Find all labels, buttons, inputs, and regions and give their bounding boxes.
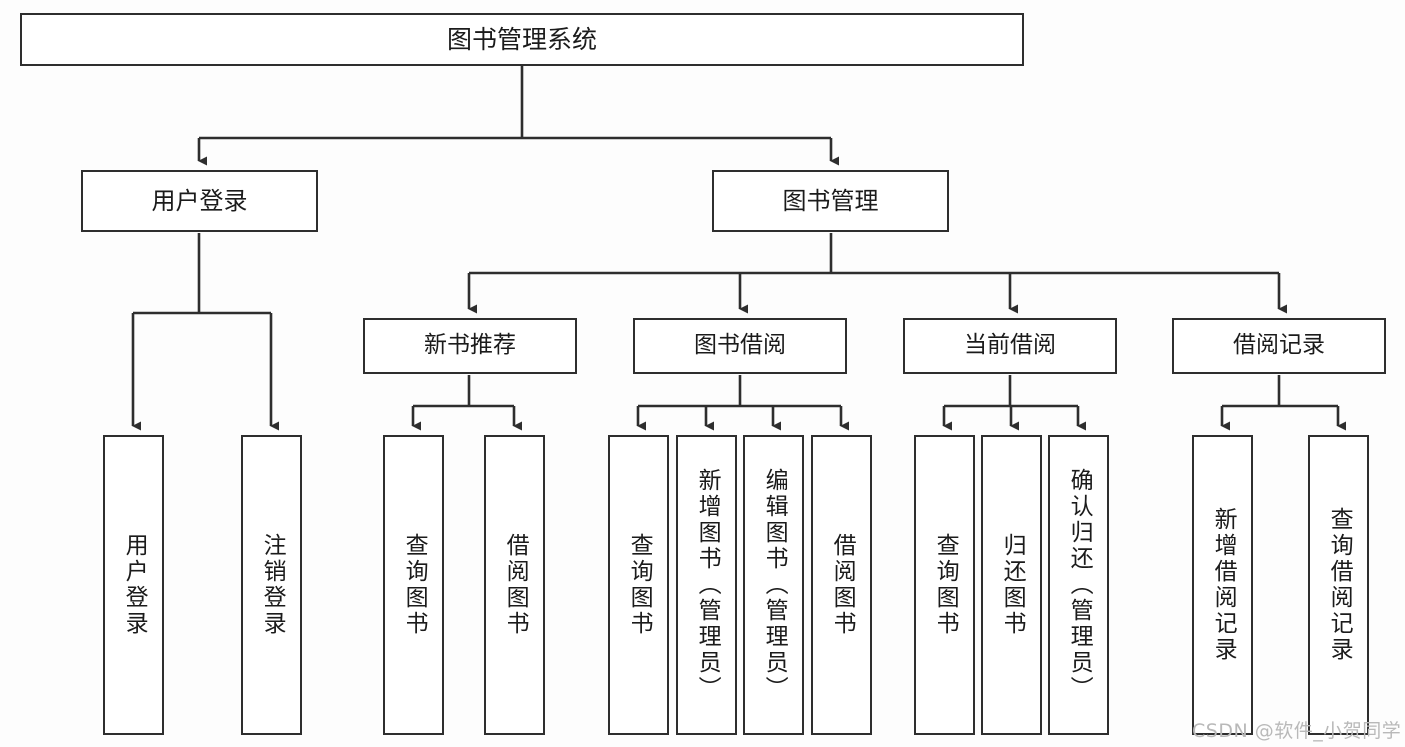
leaf-confirm-return-admin[interactable]: 确认归还（管理员） bbox=[1048, 435, 1109, 735]
node-label: 归还图书 bbox=[999, 533, 1026, 637]
node-label: 新书推荐 bbox=[424, 332, 516, 359]
node-new-book-recommend[interactable]: 新书推荐 bbox=[363, 318, 577, 374]
leaf-add-borrow-record[interactable]: 新增借阅记录 bbox=[1192, 435, 1253, 735]
node-label: 查询图书 bbox=[626, 533, 653, 637]
leaf-user-login[interactable]: 用户登录 bbox=[103, 435, 164, 735]
node-book-management[interactable]: 图书管理 bbox=[712, 170, 949, 232]
node-label: 编辑图书（管理员） bbox=[761, 468, 788, 702]
leaf-query-book-borrow[interactable]: 查询图书 bbox=[608, 435, 669, 735]
leaf-logout-login[interactable]: 注销登录 bbox=[241, 435, 302, 735]
node-label: 图书管理 bbox=[782, 186, 879, 215]
node-label: 图书管理系统 bbox=[446, 24, 597, 54]
node-label: 当前借阅 bbox=[964, 332, 1056, 359]
node-label: 用户登录 bbox=[121, 533, 148, 637]
node-user-login[interactable]: 用户登录 bbox=[81, 170, 318, 232]
node-borrow-record[interactable]: 借阅记录 bbox=[1172, 318, 1386, 374]
node-label: 借阅图书 bbox=[829, 533, 856, 637]
node-label: 查询借阅记录 bbox=[1326, 507, 1353, 663]
leaf-borrow-book-new[interactable]: 借阅图书 bbox=[484, 435, 545, 735]
leaf-borrow-book[interactable]: 借阅图书 bbox=[811, 435, 872, 735]
node-label: 查询图书 bbox=[932, 533, 959, 637]
node-label: 借阅记录 bbox=[1233, 332, 1325, 359]
node-current-borrow[interactable]: 当前借阅 bbox=[903, 318, 1117, 374]
leaf-query-book-current[interactable]: 查询图书 bbox=[914, 435, 975, 735]
node-label: 借阅图书 bbox=[502, 533, 529, 637]
node-label: 用户登录 bbox=[151, 186, 248, 215]
node-root-system[interactable]: 图书管理系统 bbox=[20, 13, 1024, 66]
node-label: 新增图书（管理员） bbox=[694, 468, 721, 702]
leaf-query-borrow-record[interactable]: 查询借阅记录 bbox=[1308, 435, 1369, 735]
leaf-add-book-admin[interactable]: 新增图书（管理员） bbox=[676, 435, 737, 735]
leaf-return-book[interactable]: 归还图书 bbox=[981, 435, 1042, 735]
node-book-borrow[interactable]: 图书借阅 bbox=[633, 318, 847, 374]
node-label: 注销登录 bbox=[259, 533, 286, 637]
node-label: 图书借阅 bbox=[694, 332, 786, 359]
node-label: 确认归还（管理员） bbox=[1066, 468, 1093, 702]
leaf-query-book-new[interactable]: 查询图书 bbox=[383, 435, 444, 735]
leaf-edit-book-admin[interactable]: 编辑图书（管理员） bbox=[743, 435, 804, 735]
node-label: 新增借阅记录 bbox=[1210, 507, 1237, 663]
node-label: 查询图书 bbox=[401, 533, 428, 637]
